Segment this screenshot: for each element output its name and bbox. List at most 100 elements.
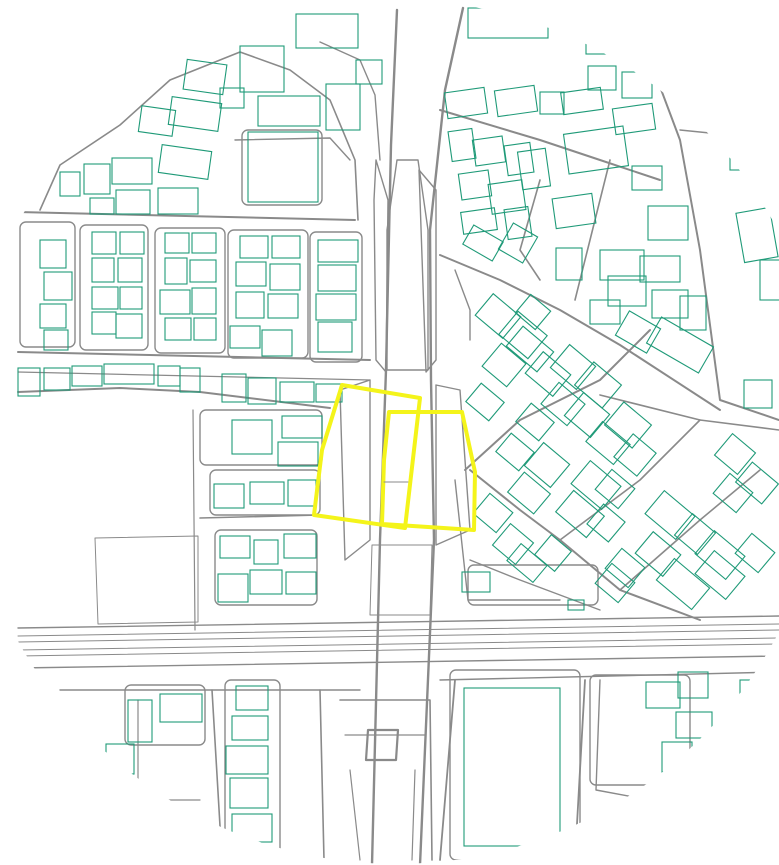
building [661, 741, 693, 773]
building [285, 571, 317, 595]
building [59, 171, 81, 197]
building [191, 232, 217, 254]
building [639, 255, 681, 283]
highlighted-parcel-west[interactable] [312, 383, 422, 530]
road-segment [519, 179, 541, 281]
building [734, 532, 776, 574]
road-segment [464, 329, 651, 471]
road-segment [17, 371, 371, 381]
building [587, 65, 617, 91]
building [119, 231, 145, 255]
building [497, 222, 539, 264]
building [465, 382, 505, 422]
road-segment [435, 384, 471, 546]
building [487, 179, 527, 215]
building [645, 316, 715, 374]
building [743, 379, 773, 409]
building [461, 571, 491, 593]
building [594, 562, 636, 604]
building [219, 535, 251, 559]
building [137, 105, 177, 137]
building [735, 206, 779, 264]
land-plot [209, 469, 321, 516]
building [229, 325, 261, 349]
building [257, 95, 321, 127]
building [462, 224, 504, 262]
building [225, 745, 269, 775]
building [117, 257, 143, 283]
road-segment [454, 269, 471, 341]
building [91, 231, 117, 255]
building [460, 207, 498, 235]
building [235, 261, 267, 287]
building [514, 293, 552, 331]
land-plot [309, 231, 363, 363]
building [267, 293, 299, 319]
building [613, 433, 657, 477]
road-segment [17, 387, 331, 409]
building [164, 257, 188, 285]
building [91, 311, 117, 335]
building [167, 96, 223, 132]
land-plot [154, 227, 226, 354]
building [83, 163, 111, 195]
building [164, 317, 192, 341]
building [734, 461, 779, 505]
road-segment [94, 535, 199, 625]
building [570, 459, 622, 511]
road-segment [234, 137, 351, 161]
building [213, 483, 245, 509]
building [39, 303, 67, 329]
building-footprints [17, 7, 779, 864]
building [182, 58, 228, 96]
building [463, 687, 561, 847]
road-segment [17, 629, 779, 643]
building [498, 310, 548, 360]
building [673, 512, 717, 556]
building [491, 522, 535, 566]
building [159, 289, 191, 315]
building [443, 86, 489, 120]
road-segment [559, 419, 701, 541]
building [563, 391, 611, 439]
road-segment [17, 637, 779, 651]
building [235, 685, 269, 711]
building [231, 715, 269, 741]
building [493, 84, 539, 118]
road-segment [679, 129, 779, 141]
building [505, 325, 555, 373]
building [157, 187, 199, 215]
building [524, 350, 572, 398]
road-segment [339, 699, 433, 861]
building [239, 45, 285, 93]
building [235, 845, 271, 864]
building [645, 681, 681, 709]
building [317, 239, 359, 263]
building [495, 432, 535, 472]
road-segment [137, 699, 201, 801]
building [533, 533, 573, 573]
highlighted-parcels[interactable] [312, 383, 477, 532]
building [739, 679, 771, 707]
building [516, 147, 552, 191]
highlighted-parcel-east[interactable] [380, 410, 477, 532]
building [43, 329, 69, 351]
building [249, 481, 285, 505]
road-segment [373, 159, 389, 373]
building [562, 125, 630, 175]
building [219, 87, 245, 109]
building [89, 197, 115, 215]
building [713, 432, 757, 476]
building [43, 271, 73, 301]
building [467, 7, 549, 39]
building [317, 321, 353, 353]
building [594, 468, 636, 510]
building [127, 699, 153, 743]
road-segment [17, 615, 779, 629]
road-segment [211, 689, 223, 861]
building [229, 777, 269, 809]
road-segment [439, 109, 661, 181]
building [607, 275, 647, 307]
road-segment [386, 159, 429, 371]
